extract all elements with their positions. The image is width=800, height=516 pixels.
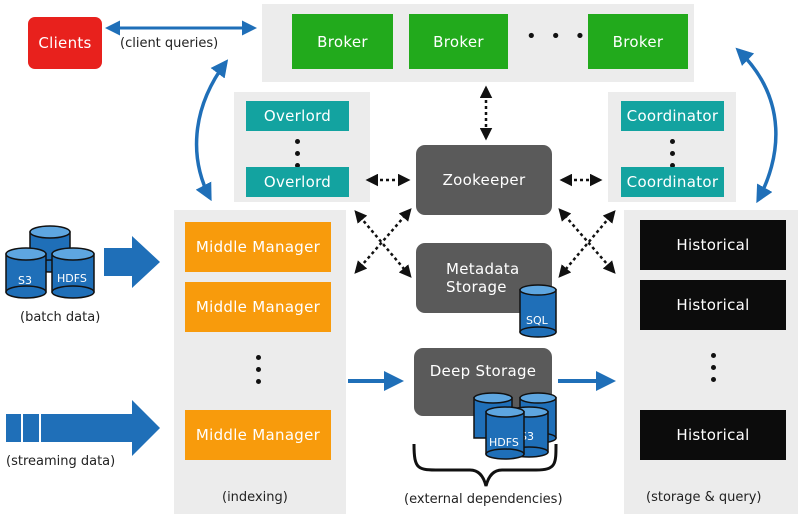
- zookeeper-box: Zookeeper: [416, 145, 552, 215]
- batch-s3-label: S3: [18, 274, 32, 287]
- clients-box: Clients: [28, 17, 102, 69]
- historical-metadata-link: [558, 210, 616, 278]
- broker-box: Broker: [409, 14, 508, 69]
- deep-storage-cylinders: S3 HDFS: [473, 392, 557, 460]
- historical-ellipsis: [711, 353, 717, 382]
- indexing-label: (indexing): [222, 490, 288, 505]
- streaming-data-label: (streaming data): [6, 454, 116, 469]
- external-dependencies-label: (external dependencies): [404, 492, 563, 507]
- storage-label: Storage: [446, 278, 507, 296]
- streaming-arrow: [6, 400, 160, 456]
- broker-historical-arrow: [735, 47, 778, 204]
- deep-storage-label: Deep Storage: [429, 362, 537, 380]
- overlord-ellipsis: [295, 139, 301, 168]
- broker-box: Broker: [292, 14, 393, 69]
- batch-storage-cylinders: S3 HDFS: [5, 225, 95, 299]
- batch-data-label: (batch data): [20, 310, 101, 325]
- middle-manager-ellipsis: [256, 355, 262, 384]
- indexing-zookeeper-link: [354, 208, 412, 274]
- sql-label: SQL: [526, 314, 549, 327]
- historical-box: Historical: [640, 410, 786, 460]
- broker-ellipsis: • • •: [526, 26, 590, 47]
- coordinator-ellipsis: [670, 139, 676, 168]
- broker-indexing-arrow: [194, 59, 229, 202]
- deep-hdfs-label: HDFS: [489, 436, 519, 449]
- storage-query-label: (storage & query): [646, 490, 762, 505]
- coordinator-box: Coordinator: [621, 101, 724, 131]
- overlord-box: Overlord: [246, 101, 349, 131]
- coordinator-box: Coordinator: [621, 167, 724, 197]
- broker-box: Broker: [588, 14, 688, 69]
- batch-arrow: [104, 236, 160, 288]
- metadata-label: Metadata: [446, 260, 520, 278]
- external-dependencies-brace: [412, 443, 558, 487]
- overlord-box: Overlord: [246, 167, 349, 197]
- batch-hdfs-label: HDFS: [57, 272, 87, 285]
- middle-manager-box: Middle Manager: [185, 410, 331, 460]
- middle-manager-box: Middle Manager: [185, 222, 331, 272]
- middle-manager-box: Middle Manager: [185, 282, 331, 332]
- client-queries-label: (client queries): [120, 36, 219, 51]
- sql-cylinder: SQL: [519, 284, 557, 338]
- historical-box: Historical: [640, 220, 786, 270]
- indexing-metadata-link: [354, 210, 412, 278]
- historical-box: Historical: [640, 280, 786, 330]
- historical-zookeeper-link: [558, 208, 616, 274]
